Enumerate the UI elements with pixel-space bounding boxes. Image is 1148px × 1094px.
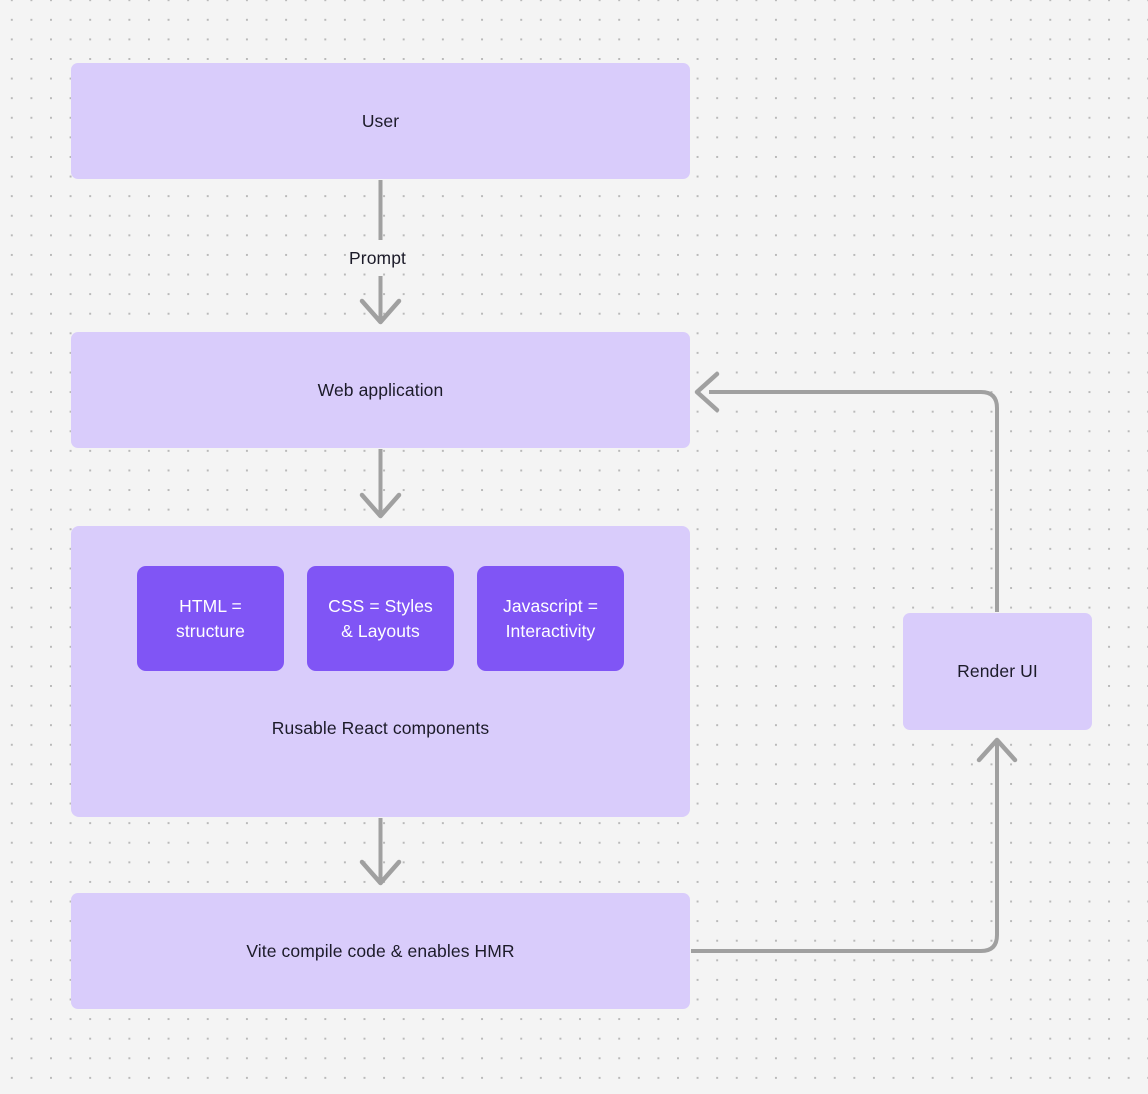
node-render-ui[interactable]: Render UI <box>903 613 1092 730</box>
subnode-html[interactable]: HTML = structure <box>137 566 284 671</box>
subnode-html-label: HTML = structure <box>176 595 245 641</box>
edge-render-ui-to-web-application <box>694 371 999 612</box>
subnode-javascript[interactable]: Javascript = Interactivity <box>477 566 624 671</box>
edge-segment <box>691 742 999 953</box>
components-caption: Rusable React components <box>271 718 490 738</box>
arrowhead-down-icon <box>359 298 402 325</box>
subnode-row: HTML = structure CSS = Styles & Layouts … <box>71 566 690 671</box>
node-render-ui-label: Render UI <box>957 661 1038 682</box>
node-vite-label: Vite compile code & enables HMR <box>246 940 515 961</box>
edge-web-application-to-components <box>359 449 402 519</box>
edge-vite-to-render-ui <box>691 737 1018 953</box>
node-web-application[interactable]: Web application <box>71 332 690 448</box>
subnode-css[interactable]: CSS = Styles & Layouts <box>307 566 454 671</box>
edge-label-prompt: Prompt <box>349 248 407 268</box>
node-web-application-label: Web application <box>317 379 444 400</box>
node-reusable-react-components[interactable]: HTML = structure CSS = Styles & Layouts … <box>71 526 690 817</box>
arrowhead-left-icon <box>694 371 720 413</box>
arrowhead-down-icon <box>359 492 402 519</box>
node-vite[interactable]: Vite compile code & enables HMR <box>71 893 690 1009</box>
node-user[interactable]: User <box>71 63 690 179</box>
edge-components-to-vite <box>359 818 402 886</box>
node-user-label: User <box>361 110 400 131</box>
subnode-javascript-label: Javascript = Interactivity <box>502 595 599 641</box>
arrowhead-up-icon <box>976 737 1018 763</box>
edge-segment <box>709 390 999 612</box>
subnode-css-label: CSS = Styles & Layouts <box>328 595 433 641</box>
arrowhead-down-icon <box>359 859 402 886</box>
